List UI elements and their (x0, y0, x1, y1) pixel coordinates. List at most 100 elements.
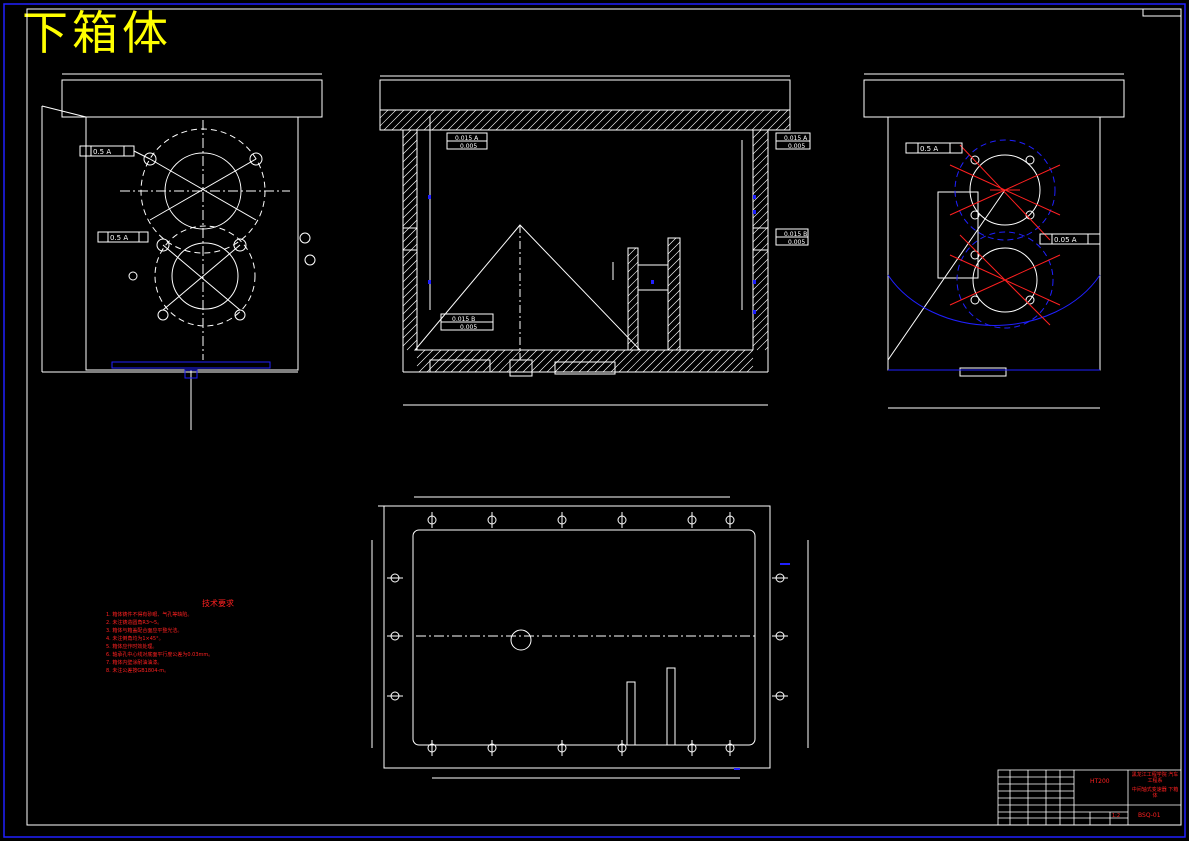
hatch-line (658, 349, 682, 373)
hatch-line (631, 109, 653, 131)
hatch-line (402, 203, 418, 219)
hatch-line (599, 109, 621, 131)
hatch-line (434, 349, 458, 373)
hatch-line (535, 109, 557, 131)
hatch-line (615, 109, 637, 131)
hatch-line (402, 331, 418, 347)
hatch-line (752, 250, 769, 267)
hatch-line (416, 349, 434, 367)
hatch-line (538, 349, 562, 373)
hatch-line (752, 146, 769, 163)
center-fcf-2b: 0.005 (788, 143, 805, 150)
hatch-line (695, 109, 717, 131)
hatch-line (752, 234, 769, 251)
hatch-line (775, 115, 791, 131)
hatch-line (583, 109, 605, 131)
hatch-line (647, 109, 669, 131)
hatch-line (730, 349, 754, 373)
hatch-line (752, 258, 769, 275)
hatch-line (442, 349, 466, 373)
hatch-line (690, 349, 714, 373)
hatch-line (402, 139, 418, 155)
corner-mark (1142, 8, 1182, 17)
right-view-blue (887, 139, 1101, 371)
tech-req-item: 5. 箱体应作时效处理。 (106, 644, 158, 650)
hatch-line (455, 109, 477, 131)
hatch-line (752, 194, 769, 211)
hatch-line (607, 109, 629, 131)
hatch-line (752, 290, 769, 307)
left-fcf-mid (97, 231, 149, 243)
hatch-line (711, 109, 733, 131)
hatch-line (416, 349, 426, 359)
hatch-line (752, 162, 769, 179)
hatch-line (722, 349, 746, 373)
hatch-line (650, 349, 674, 373)
hatch-line (667, 289, 681, 303)
hatch-line (399, 109, 421, 131)
hatch-line (471, 109, 493, 131)
hatch-line (450, 349, 474, 373)
hatch-line (415, 109, 437, 131)
hatch-line (752, 178, 769, 195)
hatch-line (627, 253, 639, 265)
hatch-line (634, 349, 658, 373)
hatch-line (402, 315, 418, 331)
tech-req-item: 6. 轴承孔中心线对底面平行度公差为0.03mm。 (106, 652, 214, 658)
hatch-line (727, 109, 749, 131)
hatch-line (627, 301, 639, 313)
hatch-line (379, 109, 397, 127)
hatch-line (570, 349, 594, 373)
hatch-line (627, 333, 639, 345)
hatch-line (543, 109, 565, 131)
center-fcfs (440, 132, 811, 331)
title-block-scale: 1:2 (1112, 813, 1121, 819)
hatch-line (402, 291, 418, 307)
hatch-line (383, 109, 405, 131)
hatch-line (487, 109, 509, 131)
hatch-line (546, 349, 570, 373)
hatch-line (703, 109, 725, 131)
hatch-line (667, 305, 681, 319)
right-view-red (949, 144, 1061, 326)
hatch-line (752, 330, 769, 347)
hatch-line (458, 349, 482, 373)
hatch-line (551, 109, 573, 131)
hatch-line (498, 349, 522, 373)
hatch-line (623, 109, 645, 131)
hatch-line (402, 219, 418, 235)
hatch-line (642, 349, 666, 373)
hatch-line (752, 202, 769, 219)
hatch-line (402, 227, 418, 243)
left-fcf-top-text: 0.5 A (93, 148, 111, 156)
center-view (379, 75, 791, 406)
title-block-material: HT200 (1090, 778, 1110, 785)
hatch-line (767, 109, 789, 131)
hatch-line (426, 349, 450, 373)
hatch-line (402, 299, 418, 315)
hatch-line (667, 273, 681, 287)
plan-blue (734, 563, 790, 770)
hatch-line (752, 242, 769, 259)
hatch-line (519, 109, 541, 131)
hatch-line (562, 349, 586, 373)
hatch-line (474, 349, 498, 373)
hatch-line (752, 306, 769, 323)
hatch-line (752, 170, 769, 187)
plan-view (371, 496, 809, 779)
hatch-line (627, 261, 639, 273)
right-fcfs (905, 142, 1101, 245)
title-block-drawing-name: 中间轴式变速器 下箱体 (1131, 787, 1179, 799)
tech-req-heading: 技术要求 (202, 599, 234, 608)
hatch-line (402, 131, 418, 147)
hatch-line (752, 130, 769, 147)
hatch-line (490, 349, 514, 373)
hatch-line (627, 269, 639, 281)
hatch-line (402, 283, 418, 299)
hatch-line (402, 267, 418, 283)
hatch-line (706, 349, 730, 373)
hatch-line (407, 109, 429, 131)
drawing-title: 下箱体 (22, 6, 172, 60)
hatch-line (751, 109, 773, 131)
center-fcf-4: 0.015 B (452, 316, 475, 323)
